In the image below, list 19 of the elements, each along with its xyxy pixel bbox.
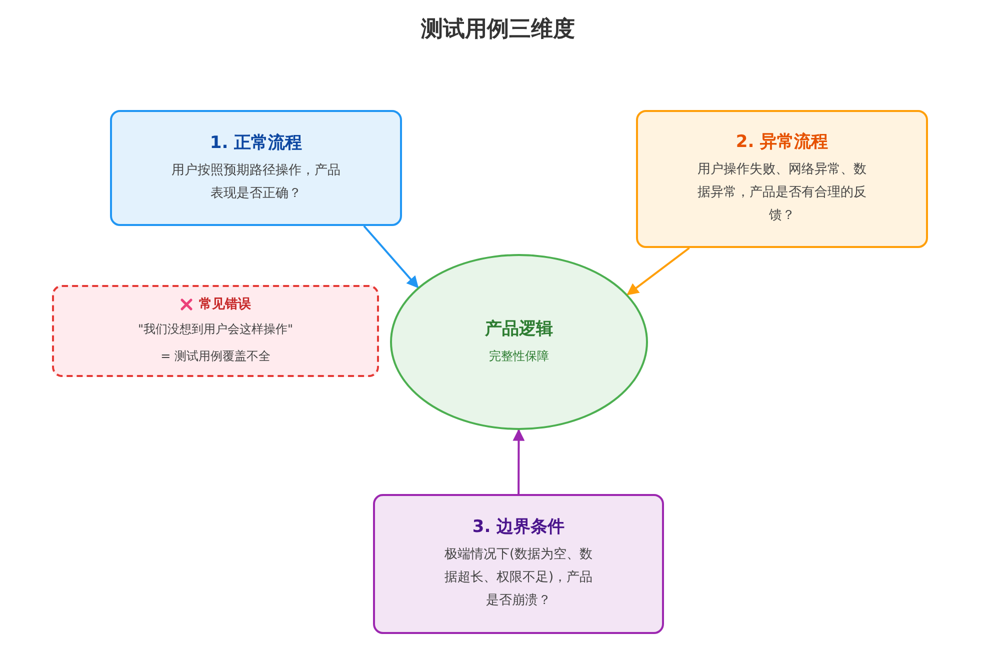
box-heading: 1. 正常流程 <box>210 132 302 154</box>
process-box <box>110 110 402 226</box>
arrow <box>626 247 690 296</box>
box-heading: 2. 异常流程 <box>736 131 828 154</box>
arrow <box>512 428 525 494</box>
box-text: 用户操作失败、网络异常、数据异常，产品是否有合理的反馈？ <box>698 161 866 225</box>
process-box <box>373 494 664 634</box>
process-box <box>636 110 928 248</box>
box-text: 极端情况下(数据为空、数据超长、权限不足)，产品是否崩溃？ <box>443 546 594 610</box>
box-text: = 测试用例覆盖不全 <box>160 348 270 365</box>
note-box <box>52 285 379 377</box>
arrow <box>363 225 419 288</box>
box-heading: 产品逻辑 <box>485 318 553 340</box>
box-text: 完整性保障 <box>489 348 549 365</box>
diagram-title: 测试用例三维度 <box>420 16 576 44</box>
box-text: "我们没想到用户会这样操作" <box>138 321 294 338</box>
box-heading: 常见错误 <box>199 296 251 313</box>
box-heading: 3. 边界条件 <box>472 516 565 538</box>
box-text: 用户按照预期路径操作，产品表现是否正确？ <box>172 162 340 202</box>
